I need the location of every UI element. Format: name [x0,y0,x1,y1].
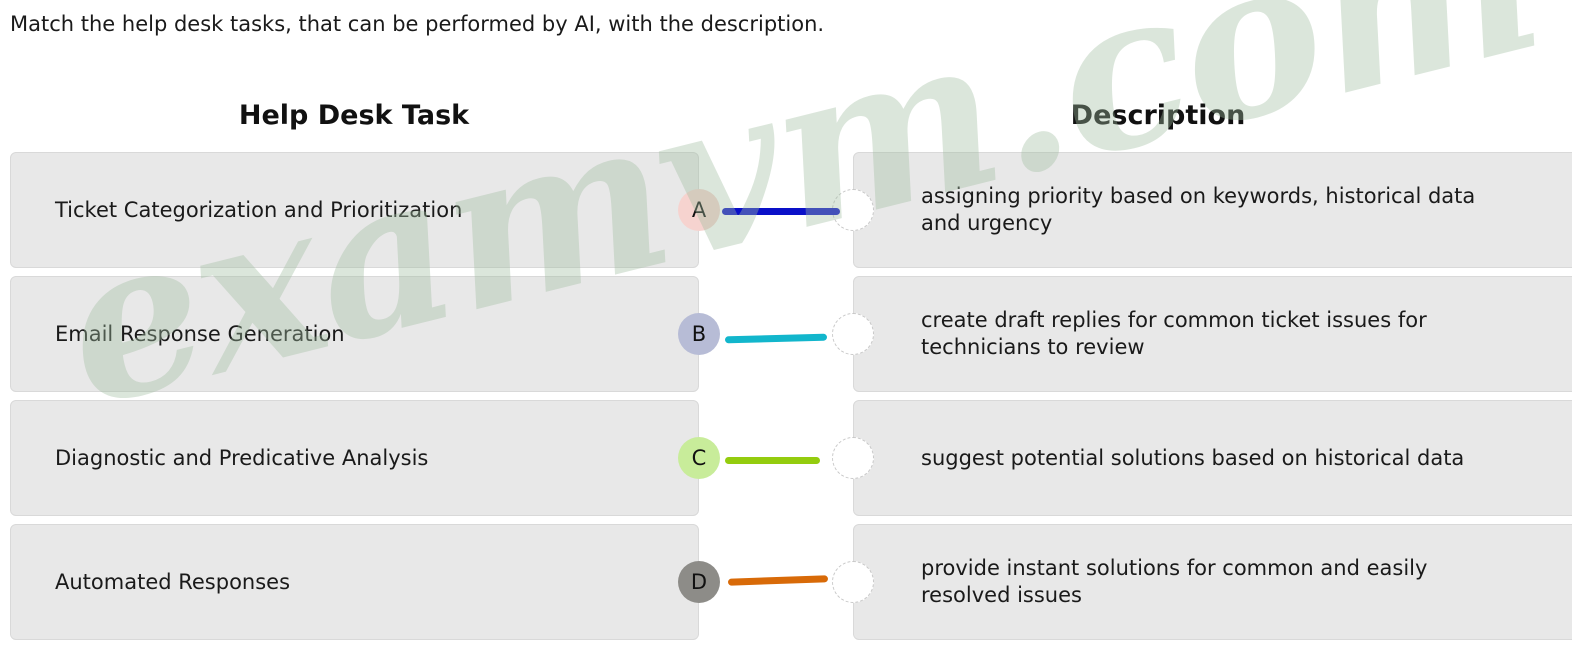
question-instruction: Match the help desk tasks, that can be p… [10,12,825,36]
description-card-instant-solutions[interactable]: provide instant solutions for common and… [853,524,1572,640]
task-label: Ticket Categorization and Prioritization [55,198,463,222]
drop-target-3[interactable] [832,437,874,479]
task-card-email-response[interactable]: Email Response Generation [10,276,699,392]
badge-c[interactable]: C [678,437,720,479]
task-card-ticket-categorization[interactable]: Ticket Categorization and Prioritization [10,152,699,268]
description-card-priority[interactable]: assigning priority based on keywords, hi… [853,152,1572,268]
description-header: Description [1070,100,1246,131]
connector-line-b [724,333,828,344]
connector-line-a [722,208,840,215]
description-card-draft-replies[interactable]: create draft replies for common ticket i… [853,276,1572,392]
description-text: suggest potential solutions based on his… [921,445,1465,470]
description-text: create draft replies for common ticket i… [921,308,1427,359]
connector-line-d [727,575,829,586]
badge-a[interactable]: A [678,189,720,231]
badge-d[interactable]: D [678,561,720,603]
badge-b[interactable]: B [678,313,720,355]
task-card-diagnostic-analysis[interactable]: Diagnostic and Predicative Analysis [10,400,699,516]
task-label: Automated Responses [55,570,291,594]
task-card-automated-responses[interactable]: Automated Responses [10,524,699,640]
task-label: Diagnostic and Predicative Analysis [55,446,429,470]
drop-target-2[interactable] [832,313,874,355]
drop-target-4[interactable] [832,561,874,603]
task-label: Email Response Generation [55,322,345,346]
connector-line-c [725,457,820,464]
help-desk-task-header: Help Desk Task [238,100,470,131]
description-text: assigning priority based on keywords, hi… [921,184,1476,235]
description-card-potential-solutions[interactable]: suggest potential solutions based on his… [853,400,1572,516]
description-text: provide instant solutions for common and… [921,556,1428,607]
